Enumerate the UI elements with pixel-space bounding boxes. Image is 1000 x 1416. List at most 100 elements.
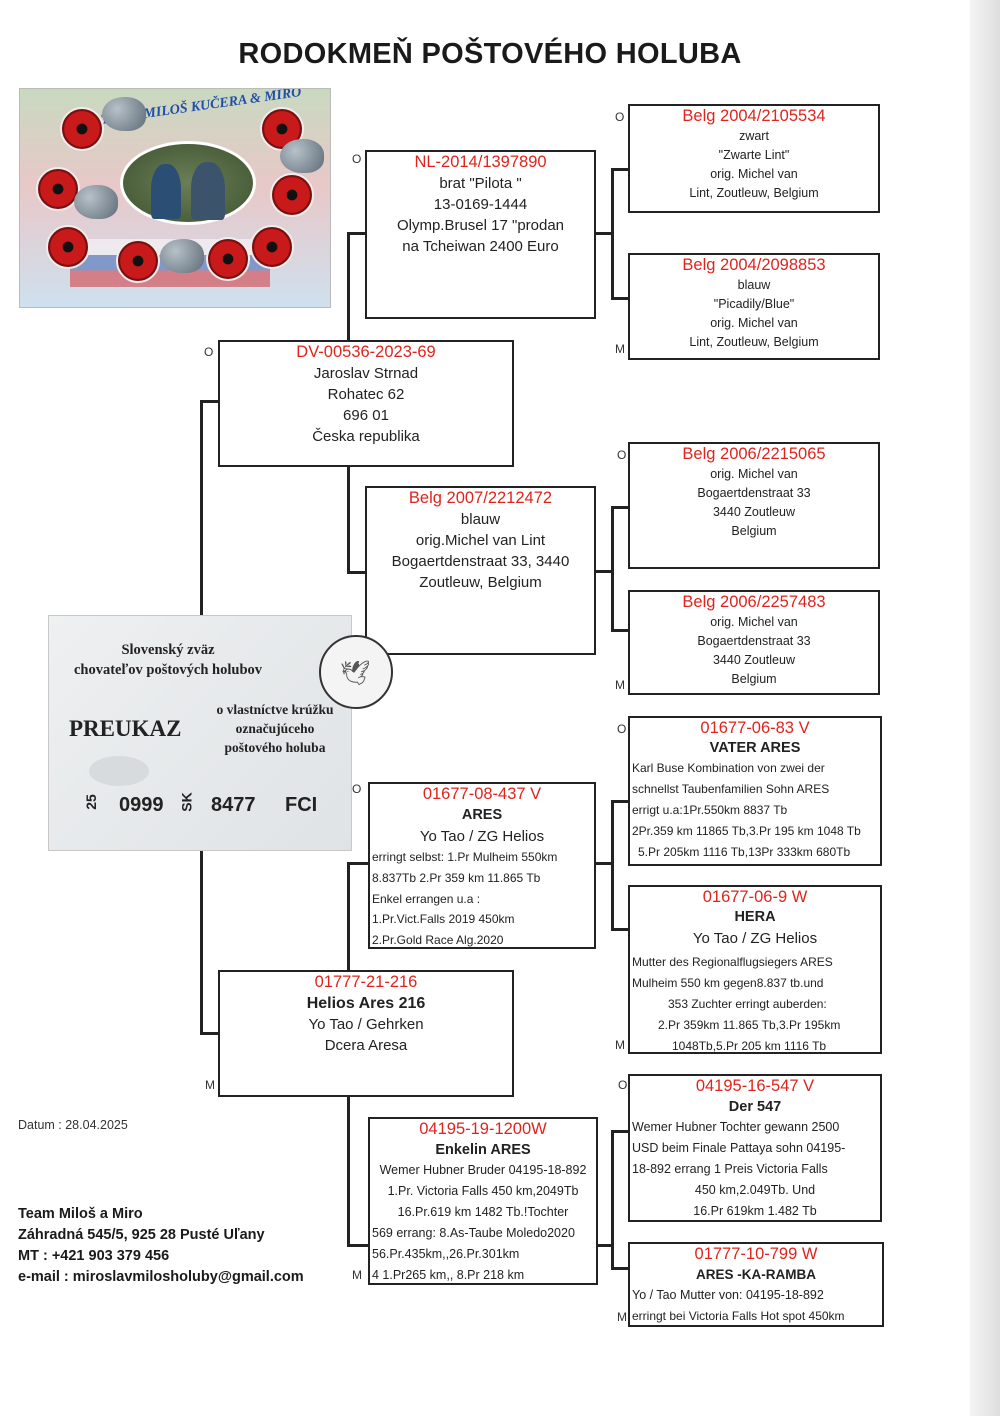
pedigree-box-nl: NL-2014/1397890 brat "Pilota " 13-0169-1… — [365, 150, 596, 319]
pedigree-box-ares-ka-ramba: 01777-10-799 W ARES -KA-RAMBA Yo / Tao M… — [628, 1242, 884, 1327]
connector-line — [347, 862, 350, 970]
ring-ownership-card: Slovenský zväz chovateľov poštových holu… — [48, 615, 393, 851]
sex-label-o: O — [352, 782, 362, 796]
box-line: orig. Michel van — [710, 316, 798, 330]
pedigree-box-belg-2257483: Belg 2006/2257483 orig. Michel van Bogae… — [628, 590, 880, 695]
ring-number: 01777-10-799 W — [694, 1245, 818, 1263]
connector-line — [347, 232, 350, 340]
box-line: Yo Tao / Gehrken — [308, 1016, 424, 1033]
box-line: Jaroslav Strnad — [313, 365, 419, 382]
pigeon-image — [74, 185, 118, 219]
box-line: 1048Tb,5.Pr 205 km 1116 Tb — [672, 1039, 827, 1053]
box-line: blauw — [460, 511, 501, 528]
connector-line — [596, 570, 612, 573]
connector-line — [596, 1244, 612, 1247]
box-line: Yo Tao / ZG Helios — [692, 930, 818, 947]
connector-line — [596, 232, 612, 235]
box-line: Yo Tao / ZG Helios — [419, 828, 545, 845]
card-org-line: chovateľov poštových holubov — [73, 662, 263, 678]
pedigree-box-belg-2215065: Belg 2006/2215065 orig. Michel van Bogae… — [628, 442, 880, 569]
box-line: Mulheim 550 km gegen8.837 tb.und — [632, 976, 824, 990]
pigeon-name: VATER ARES — [709, 740, 801, 756]
sex-label-m: M — [352, 1268, 362, 1282]
connector-line — [611, 800, 614, 931]
box-line: 13-0169-1444 — [433, 196, 528, 213]
box-line: Wemer Hubner Tochter gewann 2500 — [632, 1120, 840, 1134]
box-line: Belgium — [731, 524, 777, 538]
pigeon-image — [102, 97, 146, 131]
eye-image — [60, 107, 104, 151]
box-line: 16.Pr.619 km 1482 Tb.!Tochter — [397, 1205, 569, 1219]
pedigree-box-ares: 01677-08-437 V ARES Yo Tao / ZG Helios e… — [368, 782, 596, 949]
pigeon-name: Enkelin ARES — [435, 1142, 531, 1158]
box-line: "Zwarte Lint" — [718, 148, 790, 162]
ring-number: 01677-06-9 W — [702, 888, 808, 906]
pigeon-name: ARES — [461, 807, 503, 823]
box-line: 2.Pr 359km 11.865 Tb,3.Pr 195km — [658, 1018, 841, 1032]
connector-line — [611, 800, 628, 803]
box-line: 5.Pr 205km 1116 Tb,13Pr 333km 680Tb — [638, 845, 851, 859]
page-title: RODOKMEŇ POŠTOVÉHO HOLUBA — [238, 38, 742, 70]
union-logo-icon: 🕊 — [319, 635, 393, 709]
connector-line — [611, 168, 614, 300]
connector-line — [347, 862, 368, 865]
box-line: Rohatec 62 — [327, 386, 405, 403]
eye-image — [206, 237, 250, 281]
pedigree-box-helios-ares: 01777-21-216 Helios Ares 216 Yo Tao / Ge… — [218, 970, 514, 1097]
card-sub-line: o vlastníctve krúžku — [216, 702, 334, 717]
pedigree-box-belg-2105534: Belg 2004/2105534 zwart "Zwarte Lint" or… — [628, 104, 880, 213]
ring-number: Belg 2006/2215065 — [682, 445, 826, 463]
footer-address: Záhradná 545/5, 925 28 Pusté Uľany — [18, 1227, 265, 1243]
box-line: 4 1.Pr265 km,, 8.Pr 218 km — [372, 1268, 525, 1282]
connector-line — [347, 466, 350, 574]
connector-line — [200, 400, 218, 403]
pigeon-image — [160, 239, 204, 273]
connector-line — [611, 297, 628, 300]
box-line: orig. Michel van — [710, 467, 798, 481]
card-title: PREUKAZ — [69, 716, 182, 741]
box-line: Wemer Hubner Bruder 04195-18-892 — [379, 1163, 587, 1177]
sex-label-o: O — [615, 110, 625, 124]
card-subtitle: o vlastníctve krúžku označujúceho poštov… — [201, 700, 349, 757]
sex-label-m: M — [615, 1038, 625, 1052]
connector-line — [347, 232, 365, 235]
connector-line — [611, 1267, 628, 1270]
team-portrait — [120, 141, 256, 225]
ring-number: 04195-19-1200W — [419, 1120, 547, 1138]
ring-number: DV-00536-2023-69 — [296, 343, 436, 361]
pedigree-box-dv: DV-00536-2023-69 Jaroslav Strnad Rohatec… — [218, 340, 514, 467]
card-number: 25 — [82, 794, 99, 810]
card-sub-line: poštového holuba — [224, 740, 326, 755]
ring-number: Belg 2004/2105534 — [682, 107, 826, 125]
sex-label-o: O — [618, 1078, 628, 1092]
box-line: 3440 Zoutleuw — [712, 653, 795, 667]
footer-team: Team Miloš a Miro — [18, 1206, 143, 1222]
connector-line — [596, 862, 612, 865]
box-line: orig.Michel van Lint — [415, 532, 546, 549]
page-edge — [970, 0, 1000, 1416]
pigeon-name: Helios Ares 216 — [306, 995, 426, 1012]
box-line: Česka republika — [312, 428, 420, 445]
pedigree-box-vater-ares: 01677-06-83 V VATER ARES Karl Buse Kombi… — [628, 716, 882, 866]
pigeon-name: Der 547 — [728, 1099, 782, 1115]
connector-line — [611, 506, 614, 632]
box-line: Yo / Tao Mutter von: 04195-18-892 — [632, 1288, 824, 1302]
connector-line — [200, 1032, 218, 1035]
card-number: 0999 — [119, 794, 164, 816]
sex-label-o: O — [617, 722, 627, 736]
box-line: schnellst Taubenfamilien Sohn ARES — [632, 782, 830, 796]
connector-line — [347, 571, 365, 574]
box-line: 569 errang: 8.As-Taube Moledo2020 — [372, 1226, 575, 1240]
box-line: zwart — [739, 129, 769, 143]
connector-line — [611, 1130, 628, 1133]
box-line: 2.Pr.Gold Race Alg.2020 — [372, 933, 504, 947]
card-number: 8477 — [211, 794, 256, 816]
box-line: brat "Pilota " — [439, 175, 522, 192]
connector-line — [611, 629, 628, 632]
box-line: Olymp.Brusel 17 "prodan — [396, 217, 565, 234]
box-line: Karl Buse Kombination von zwei der — [632, 761, 825, 775]
eye-image — [36, 167, 80, 211]
connector-line — [347, 1097, 350, 1247]
sex-label-m: M — [615, 678, 625, 692]
ring-number: 01677-06-83 V — [700, 719, 810, 737]
